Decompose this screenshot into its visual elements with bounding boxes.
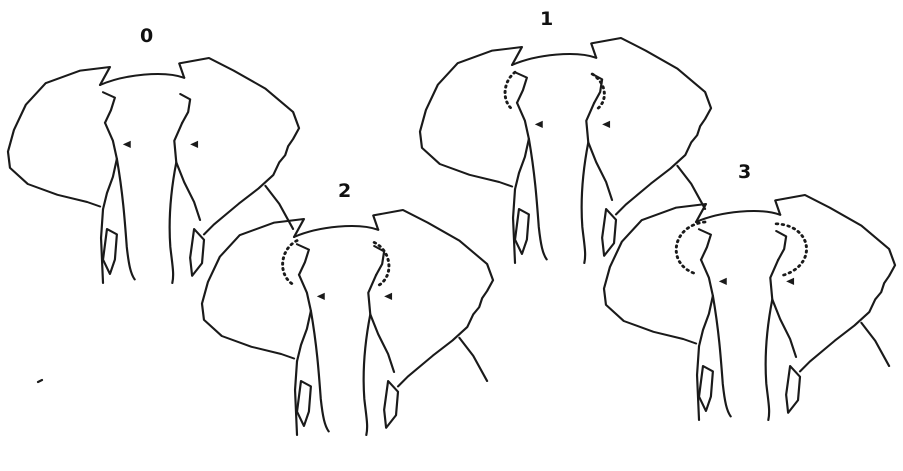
panel-2-hollow-left bbox=[283, 241, 297, 286]
stray-mark bbox=[38, 380, 42, 382]
panel-3-elephant bbox=[604, 195, 895, 420]
panel-3-hollow-right bbox=[776, 224, 806, 276]
panel-3-label: 3 bbox=[738, 163, 751, 182]
panel-1-elephant bbox=[420, 38, 711, 263]
panel-2-elephant bbox=[202, 210, 493, 435]
panel-1-label: 1 bbox=[540, 10, 553, 29]
panel-0-elephant bbox=[8, 58, 299, 283]
panel-2-label: 2 bbox=[338, 182, 351, 201]
panel-1-hollow-left bbox=[505, 72, 515, 110]
panel-0-label: 0 bbox=[140, 27, 153, 46]
